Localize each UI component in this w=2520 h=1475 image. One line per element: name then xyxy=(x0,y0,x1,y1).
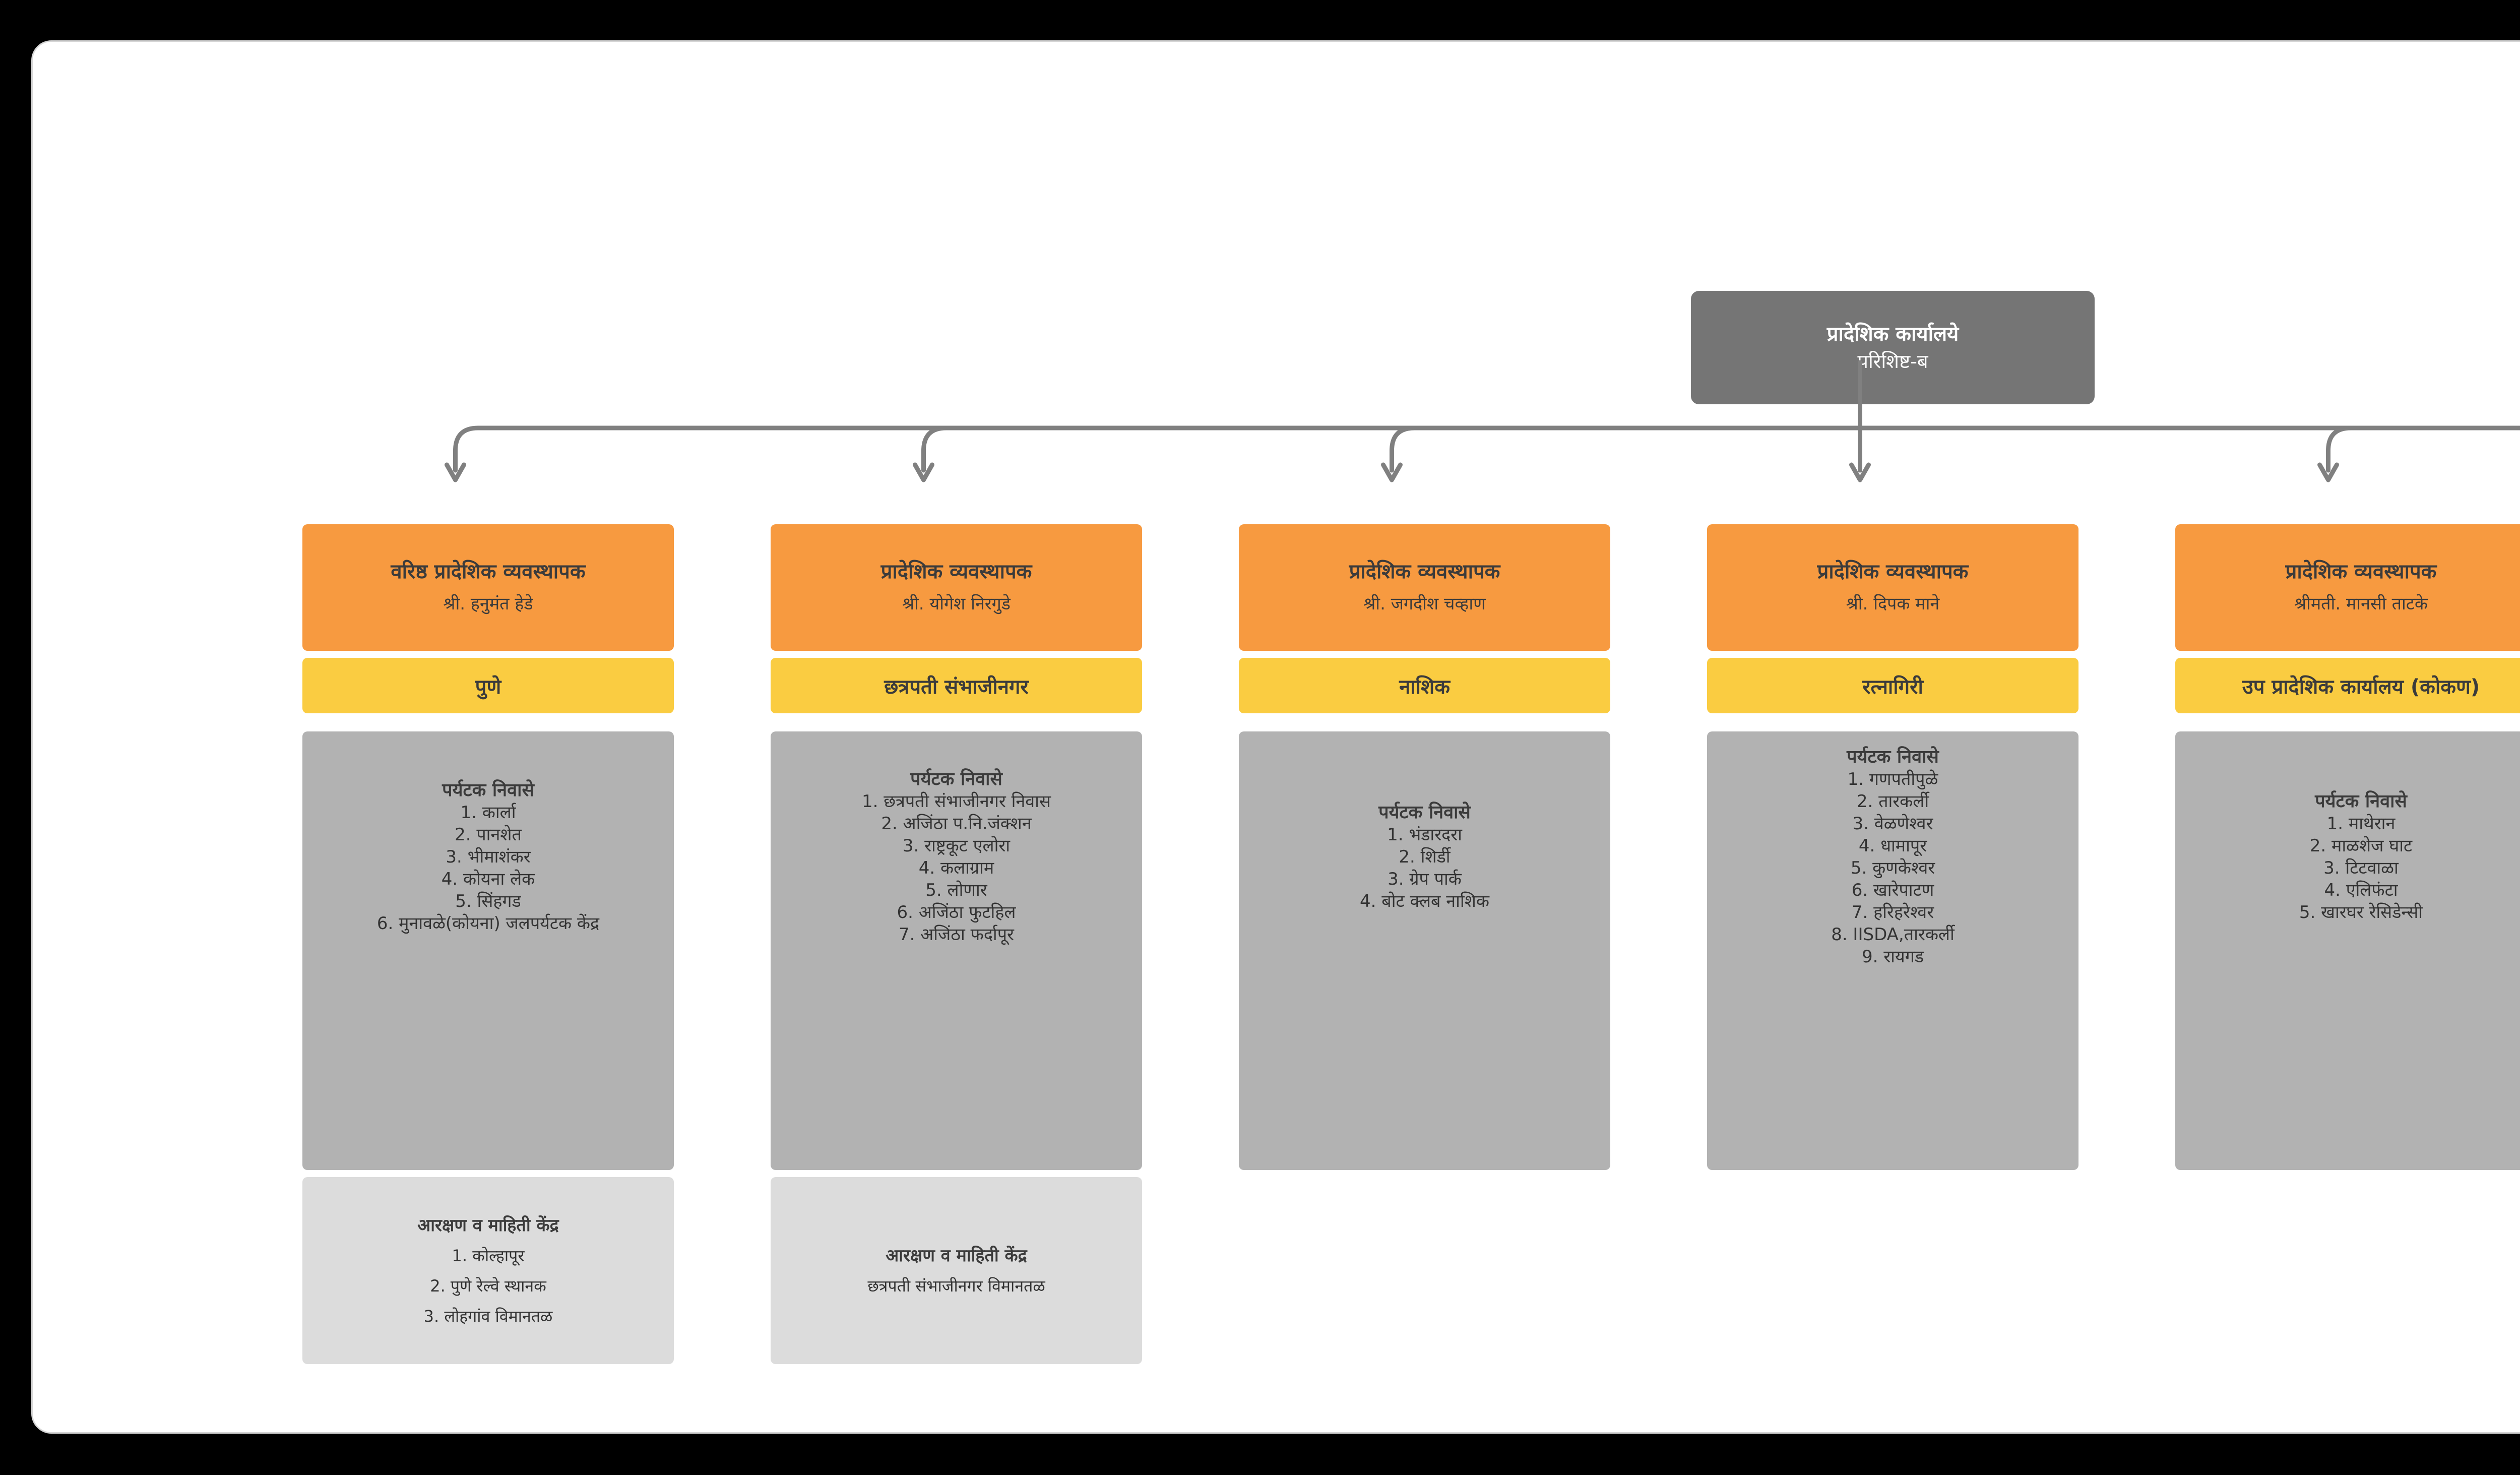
list-item: 5. खारघर रेसिडेन्सी xyxy=(2299,902,2423,923)
list-item: 3. भीमाशंकर xyxy=(446,847,531,867)
info-center-list: 1. कोल्हापूर 2. पुणे रेल्वे स्थानक 3. लोहग… xyxy=(424,1241,553,1331)
list-item: 4. एलिफंटा xyxy=(2324,880,2398,900)
manager-name: श्रीमती. मानसी ताटके xyxy=(2294,593,2428,614)
root-subtitle: परिशिष्ट-ब xyxy=(1857,350,1928,373)
manager-title: प्रादेशिक व्यवस्थापक xyxy=(2285,560,2437,583)
info-center-node: आरक्षण व माहिती केंद्र छत्रपती संभाजीनगर… xyxy=(771,1177,1142,1364)
residences-title: पर्यटक निवासे xyxy=(2315,791,2407,812)
org-chart-card: प्रादेशिक कार्यालये परिशिष्ट-ब वरिष्ठ प्… xyxy=(31,40,2520,1434)
region-node: नाशिक xyxy=(1239,658,1610,713)
manager-name: श्री. दिपक माने xyxy=(1846,593,1940,614)
list-item: 1. कोल्हापूर xyxy=(452,1246,525,1265)
residences-title: पर्यटक निवासे xyxy=(910,769,1002,789)
list-item: 3. लोहगांव विमानतळ xyxy=(423,1306,553,1326)
manager-name: श्री. योगेश निरगुडे xyxy=(902,593,1011,614)
list-item: 9. रायगड xyxy=(1861,947,1924,967)
list-item: 8. IISDA,तारकर्ली xyxy=(1831,925,1955,945)
list-item: 2. पुणे रेल्वे स्थानक xyxy=(430,1276,546,1296)
list-item: 2. पानशेत xyxy=(455,825,522,845)
manager-title: वरिष्ठ प्रादेशिक व्यवस्थापक xyxy=(391,560,586,583)
list-item: 3. राष्ट्रकूट एलोरा xyxy=(902,836,1011,856)
list-item: 7. हरिहरेश्वर xyxy=(1851,902,1934,923)
manager-node: वरिष्ठ प्रादेशिक व्यवस्थापक श्री. हनुमंत… xyxy=(302,524,674,651)
list-item: 4. कलाग्राम xyxy=(918,858,994,878)
list-item: 1. कार्ला xyxy=(460,803,516,823)
residences-title: पर्यटक निवासे xyxy=(1378,802,1471,823)
list-item: 5. कुणकेश्वर xyxy=(1850,858,1935,878)
list-item: 7. अजिंठा फर्दापूर xyxy=(899,925,1014,945)
info-center-title: आरक्षण व माहिती केंद्र xyxy=(886,1245,1027,1266)
manager-name: श्री. जगदीश चव्हाण xyxy=(1363,593,1486,614)
info-center-list: छत्रपती संभाजीनगर विमानतळ xyxy=(867,1271,1045,1301)
list-item: 1. गणपतीपुळे xyxy=(1847,769,1938,789)
region-node: रत्नागिरी xyxy=(1707,658,2078,713)
org-column: प्रादेशिक व्यवस्थापक श्री. जगदीश चव्हाण … xyxy=(1239,524,1610,1170)
manager-node: प्रादेशिक व्यवस्थापक श्री. जगदीश चव्हाण xyxy=(1239,524,1610,651)
info-center-node: आरक्षण व माहिती केंद्र 1. कोल्हापूर 2. पु… xyxy=(302,1177,674,1364)
info-center-title: आरक्षण व माहिती केंद्र xyxy=(417,1215,559,1236)
list-item: 2. अजिंठा प.नि.जंक्शन xyxy=(881,814,1032,834)
manager-node: प्रादेशिक व्यवस्थापक श्री. दिपक माने xyxy=(1707,524,2078,651)
list-item: 6. अजिंठा फुटहिल xyxy=(897,902,1016,923)
list-item: 6. खारेपाटण xyxy=(1851,880,1934,900)
list-item: 5. लोणार xyxy=(925,880,987,900)
org-column: प्रादेशिक व्यवस्थापक श्री. दिपक माने रत्… xyxy=(1707,524,2078,1170)
residences-node: पर्यटक निवासे 1. छत्रपती संभाजीनगर निवास… xyxy=(771,731,1142,1170)
manager-title: प्रादेशिक व्यवस्थापक xyxy=(880,560,1032,583)
list-item: 2. तारकर्ली xyxy=(1856,791,1929,812)
list-item: 4. धामापूर xyxy=(1858,836,1927,856)
manager-title: प्रादेशिक व्यवस्थापक xyxy=(1349,560,1500,583)
list-item: 1. छत्रपती संभाजीनगर निवास xyxy=(862,791,1051,812)
residences-title: पर्यटक निवासे xyxy=(1847,747,1939,767)
region-node: उप प्रादेशिक कार्यालय (कोकण) xyxy=(2175,658,2520,713)
list-item: 4. बोट क्लब नाशिक xyxy=(1360,891,1489,911)
list-item: छत्रपती संभाजीनगर विमानतळ xyxy=(867,1276,1045,1296)
list-item: 6. मुनावळे(कोयना) जलपर्यटक केंद्र xyxy=(376,913,600,934)
list-item: 3. वेळणेश्वर xyxy=(1852,814,1933,834)
root-title: प्रादेशिक कार्यालये xyxy=(1826,322,1959,346)
org-column: प्रादेशिक व्यवस्थापक श्रीमती. मानसी ताटक… xyxy=(2175,524,2520,1170)
list-item: 2. शिर्डी xyxy=(1399,847,1451,867)
root-node: प्रादेशिक कार्यालये परिशिष्ट-ब xyxy=(1691,291,2095,404)
list-item: 4. कोयना लेक xyxy=(441,869,535,889)
manager-node: प्रादेशिक व्यवस्थापक श्री. योगेश निरगुडे xyxy=(771,524,1142,651)
residences-title: पर्यटक निवासे xyxy=(442,780,534,801)
list-item: 5. सिंहगड xyxy=(455,891,521,911)
residences-node: पर्यटक निवासे 1. भंडारदरा2. शिर्डी3. ग्र… xyxy=(1239,731,1610,1170)
manager-title: प्रादेशिक व्यवस्थापक xyxy=(1817,560,1969,583)
org-column: वरिष्ठ प्रादेशिक व्यवस्थापक श्री. हनुमंत… xyxy=(302,524,674,1364)
list-item: 3. ग्रेप पार्क xyxy=(1388,869,1462,889)
manager-node: प्रादेशिक व्यवस्थापक श्रीमती. मानसी ताटक… xyxy=(2175,524,2520,651)
manager-name: श्री. हनुमंत हेडे xyxy=(443,593,533,614)
list-item: 3. टिटवाळा xyxy=(2323,858,2399,878)
region-node: छत्रपती संभाजीनगर xyxy=(771,658,1142,713)
list-item: 1. भंडारदरा xyxy=(1387,825,1462,845)
list-item: 1. माथेरान xyxy=(2326,814,2396,834)
org-column: प्रादेशिक व्यवस्थापक श्री. योगेश निरगुडे… xyxy=(771,524,1142,1364)
list-item: 2. माळशेज घाट xyxy=(2309,836,2413,856)
residences-node: पर्यटक निवासे 1. गणपतीपुळे2. तारकर्ली3. … xyxy=(1707,731,2078,1170)
region-node: पुणे xyxy=(302,658,674,713)
